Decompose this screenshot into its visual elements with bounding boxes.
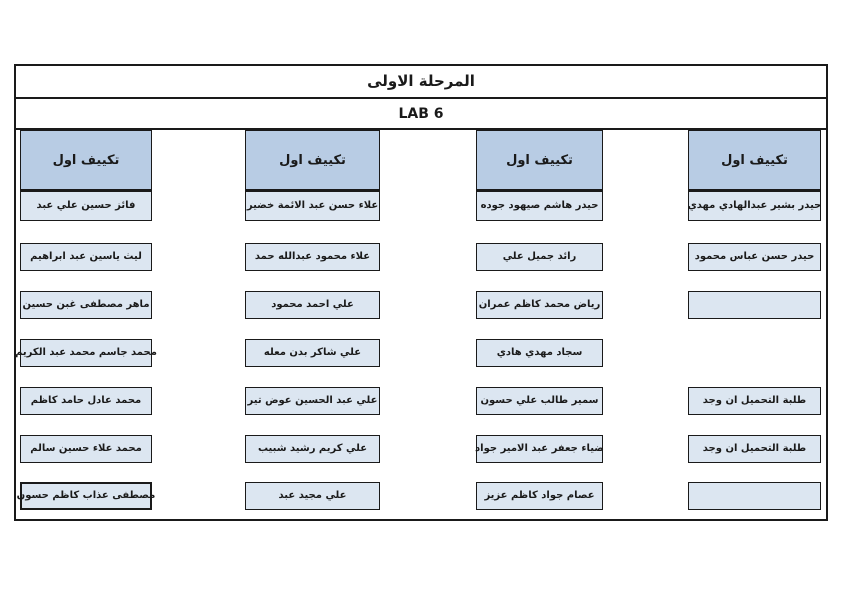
group-header: تكييف اول: [20, 130, 152, 191]
student-cell: ليث ياسين عبد ابراهيم: [20, 243, 152, 271]
student-cell: محمد عادل حامد كاظم: [20, 387, 152, 415]
student-cell: رائد جميل علي: [476, 243, 603, 271]
student-cell: طلبة التحميل ان وجد: [688, 435, 821, 463]
student-cell: [688, 291, 821, 319]
student-cell: علاء حسن عبد الائمة خضير: [245, 191, 380, 221]
student-cell: سجاد مهدي هادي: [476, 339, 603, 367]
student-cell: ماهر مصطفى غبن حسين: [20, 291, 152, 319]
lab-title: LAB 6: [14, 99, 828, 130]
student-cell: رياض محمد كاظم عمران: [476, 291, 603, 319]
student-cell: علي عبد الحسين عوض تير: [245, 387, 380, 415]
group-header: تكييف اول: [688, 130, 821, 191]
student-cell: علي شاكر بدن معله: [245, 339, 380, 367]
student-cell: فائز حسين علي عبد: [20, 191, 152, 221]
student-cell: حيدر حسن عباس محمود: [688, 243, 821, 271]
group-header: تكييف اول: [476, 130, 603, 191]
student-cell: حيدر هاشم صيهود جوده: [476, 191, 603, 221]
table-frame: [14, 64, 828, 521]
student-cell: ضياء جعفر عبد الامير جواد: [475, 435, 604, 463]
student-cell: علاء محمود عبدالله حمد: [245, 243, 380, 271]
student-cell: حيدر بشير عبدالهادي مهدي: [688, 191, 821, 221]
student-cell: [688, 482, 821, 510]
group-header: تكييف اول: [245, 130, 380, 191]
student-cell: مصطفى عذاب كاظم حسون: [17, 482, 155, 510]
student-cell: علي مجيد عبد: [245, 482, 380, 510]
student-cell: سمير طالب علي حسون: [476, 387, 603, 415]
student-cell: عصام جواد كاظم عزيز: [476, 482, 603, 510]
student-cell: علي كريم رشيد شبيب: [245, 435, 380, 463]
student-cell: طلبة التحميل ان وجد: [688, 387, 821, 415]
student-cell: علي احمد محمود: [245, 291, 380, 319]
stage-title: المرحلة الاولى: [14, 64, 828, 99]
student-cell: محمد علاء حسين سالم: [20, 435, 152, 463]
student-cell: محمد جاسم محمد عبد الكريم: [15, 339, 157, 367]
